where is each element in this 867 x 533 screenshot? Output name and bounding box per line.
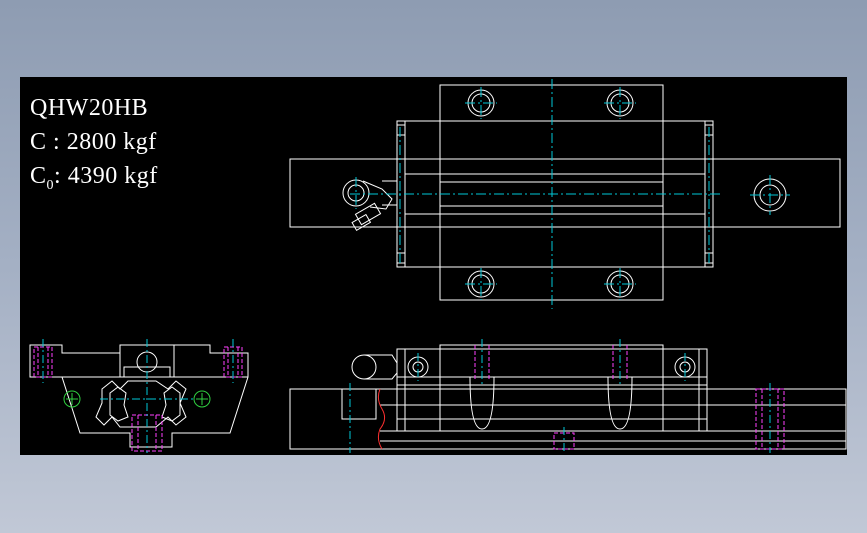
- model-text: QHW20HB: [30, 95, 149, 121]
- dynamic-load-label: C : 2800 kgf: [30, 125, 157, 159]
- static-load-symbol: C: [30, 163, 47, 189]
- end-view-grease-symbols: [63, 390, 211, 408]
- side-view-hidden-lines: [474, 345, 785, 450]
- side-view-centerlines: [349, 339, 771, 453]
- static-load-subscript: 0: [46, 178, 55, 193]
- side-view-break-line: [377, 388, 386, 450]
- static-load-value: 4390 kgf: [67, 163, 158, 189]
- rail-profile: [95, 380, 187, 428]
- end-view: [29, 344, 249, 448]
- block-profile: [29, 344, 249, 448]
- drawing-svg: [29, 79, 847, 453]
- rail-outline: [289, 158, 841, 228]
- dynamic-load-separator: :: [46, 129, 67, 155]
- top-view: [289, 84, 841, 301]
- dynamic-load-symbol: C: [30, 129, 47, 155]
- top-view-centerlines: [350, 79, 790, 309]
- static-load-separator: :: [54, 163, 68, 189]
- cad-drawing-canvas: QHW20HB C : 2800 kgf C0: 4390 kgf: [20, 77, 847, 455]
- end-view-centerlines: [42, 339, 234, 453]
- dynamic-load-value: 2800 kgf: [66, 129, 157, 155]
- model-label: QHW20HB: [30, 91, 148, 125]
- static-load-label: C0: 4390 kgf: [30, 159, 158, 203]
- side-view: [289, 344, 847, 450]
